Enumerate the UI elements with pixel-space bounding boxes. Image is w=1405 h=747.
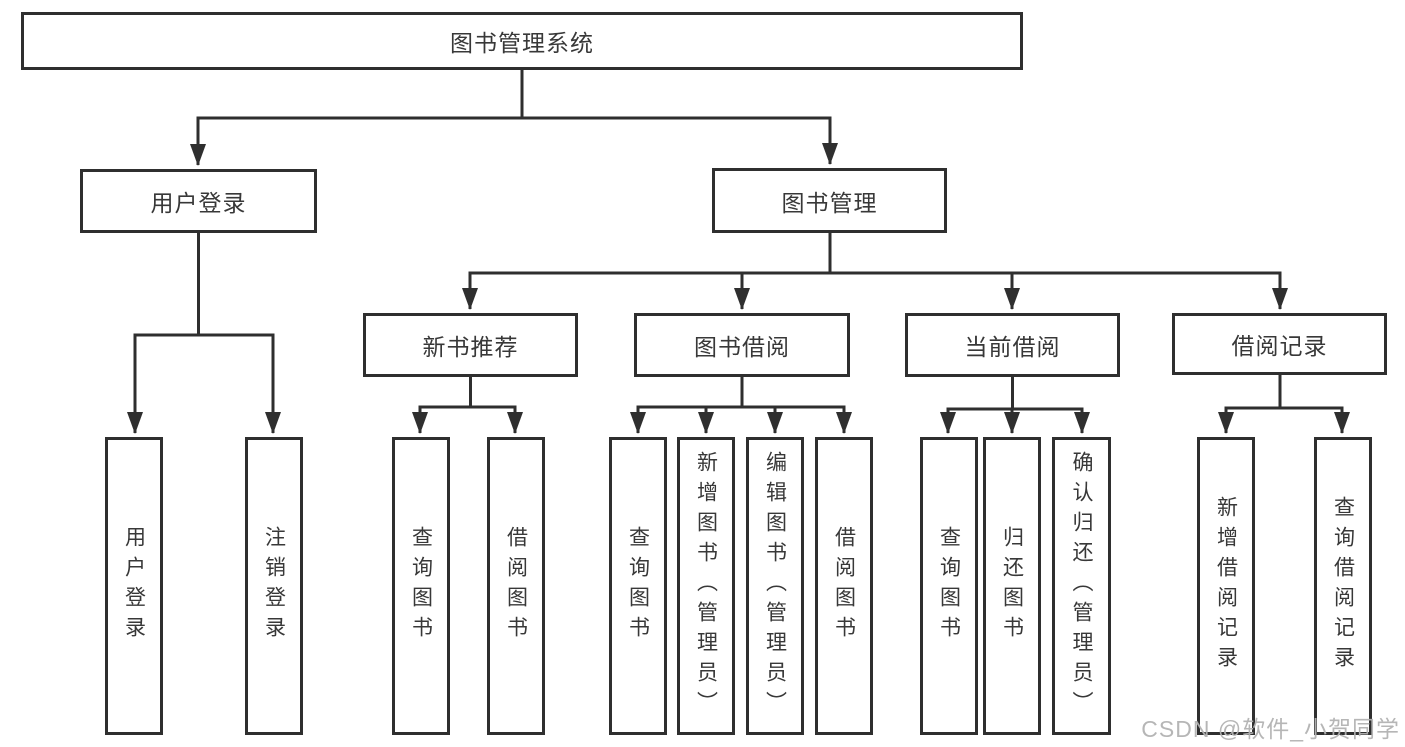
node-label: 新增图书（管理员） [694,451,718,721]
leaf-add-books-admin: 新增图书（管理员） [677,437,735,735]
node-label: 编辑图书（管理员） [763,451,787,721]
node-label: 借阅图书 [832,526,856,646]
node-label: 查询图书 [626,526,650,646]
leaf-user-login: 用户登录 [105,437,163,735]
csdn-watermark: CSDN @软件_小贺同学 [1141,716,1400,742]
leaf-query-books-borrow: 查询图书 [609,437,667,735]
leaf-query-books-recommend: 查询图书 [392,437,450,735]
leaf-add-borrow-record: 新增借阅记录 [1197,437,1255,735]
node-library-management-system: 图书管理系统 [21,12,1023,70]
node-label: 归还图书 [1000,526,1024,646]
leaf-borrow-books: 借阅图书 [815,437,873,735]
node-label: 用户登录 [150,190,247,216]
node-user-login: 用户登录 [80,169,317,233]
node-new-book-recommend: 新书推荐 [363,313,578,377]
node-current-borrow: 当前借阅 [905,313,1120,377]
node-label: 用户登录 [122,526,146,646]
node-label: 图书管理系统 [450,30,594,56]
leaf-borrow-books-recommend: 借阅图书 [487,437,545,735]
leaf-logout: 注销登录 [245,437,303,735]
node-label: 查询图书 [409,526,433,646]
node-label: 借阅图书 [504,526,528,646]
node-label: 查询借阅记录 [1331,496,1355,676]
node-borrow-records: 借阅记录 [1172,313,1387,375]
node-label: 图书借阅 [694,334,790,360]
node-label: 新书推荐 [422,334,519,360]
node-label: 查询图书 [937,526,961,646]
node-label: 图书管理 [781,189,878,216]
leaf-confirm-return-admin: 确认归还（管理员） [1052,437,1111,735]
node-label: 注销登录 [262,526,286,646]
node-book-borrow: 图书借阅 [634,313,850,377]
leaf-return-books: 归还图书 [983,437,1041,735]
leaf-query-borrow-record: 查询借阅记录 [1314,437,1372,735]
leaf-query-books-current: 查询图书 [920,437,978,735]
node-label: 借阅记录 [1231,333,1328,359]
node-label: 当前借阅 [964,334,1061,360]
leaf-edit-books-admin: 编辑图书（管理员） [746,437,804,735]
node-book-management: 图书管理 [712,168,947,233]
node-label: 新增借阅记录 [1214,496,1238,676]
node-label: 确认归还（管理员） [1070,451,1093,721]
